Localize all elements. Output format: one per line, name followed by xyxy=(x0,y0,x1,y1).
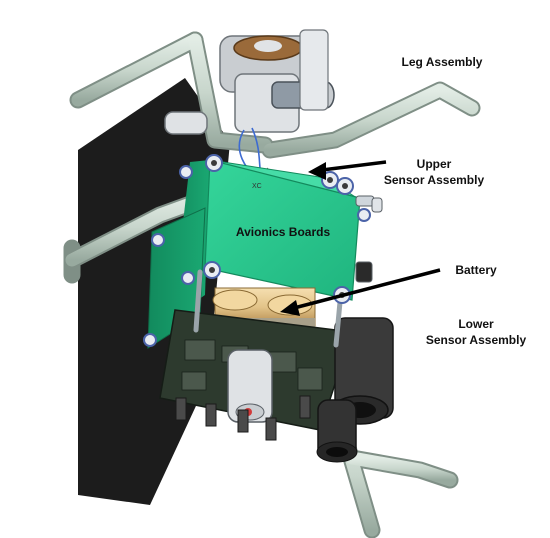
standoff-rods xyxy=(193,269,343,348)
bolt-heads xyxy=(143,154,371,347)
side-connectors xyxy=(355,195,383,283)
label-leg-assembly: Leg Assembly xyxy=(401,55,483,69)
avionics-cube-front xyxy=(204,159,361,301)
mounting-bolts xyxy=(175,395,311,441)
leader-arrows xyxy=(280,160,441,316)
upper-sensor-arrow xyxy=(321,160,387,172)
battery-arrowhead xyxy=(280,300,300,316)
label-lower-sensor-assembly: Lower Sensor Assembly xyxy=(425,317,527,347)
label-battery: Battery xyxy=(455,263,497,277)
upper-sensor-arrowhead xyxy=(308,162,326,180)
lower-sensor-housing xyxy=(227,317,394,463)
label-upper-sensor-assembly: Upper Sensor Assembly xyxy=(383,157,485,187)
axis-marker: XC xyxy=(252,183,262,190)
label-avionics-boards: Avionics Boards xyxy=(235,225,331,239)
upper-sensor-mechanism xyxy=(164,29,335,183)
battery-arrow xyxy=(293,268,441,310)
